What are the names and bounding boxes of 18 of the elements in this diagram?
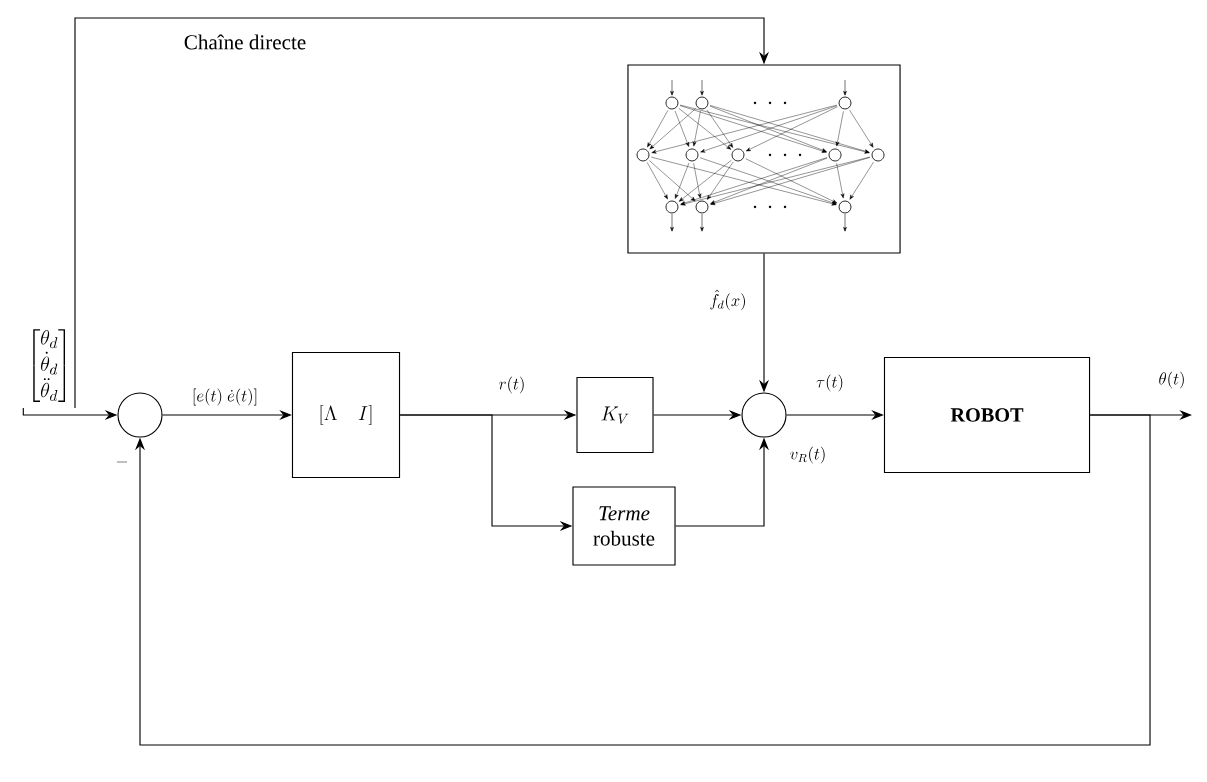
block: $K_V$ <box>576 376 654 454</box>
arrow <box>74 17 769 409</box>
edge-label: $\tau(t)$ <box>814 373 846 393</box>
neural-network-box <box>627 64 901 254</box>
summing-junction <box>741 392 787 438</box>
arrow <box>135 414 1151 746</box>
block: $[\Lambda\quad I]$ <box>291 351 401 479</box>
edge-label: $\hat{f}_d(x)$ <box>708 288 749 312</box>
edge-label: $r(t)$ <box>497 375 527 395</box>
edge-label: $[e(t)\ \dot{e}(t)]$ <box>190 387 260 407</box>
edge-label: Chaîne directe <box>182 33 308 51</box>
edge-label: $v_R(t)$ <box>788 445 828 465</box>
summing-junction <box>117 392 163 438</box>
block: ROBOT <box>883 356 1091 474</box>
input-vector: $\begin{bmatrix}\theta_d\\ \dot{\theta}_d\\ \ddot{\theta}_d\end{bmatrix}$ <box>33 329 65 402</box>
edge-label: $\theta(t)$ <box>1157 370 1187 390</box>
edge-label: $-$ <box>114 454 130 470</box>
block: Terme robuste <box>572 486 676 566</box>
